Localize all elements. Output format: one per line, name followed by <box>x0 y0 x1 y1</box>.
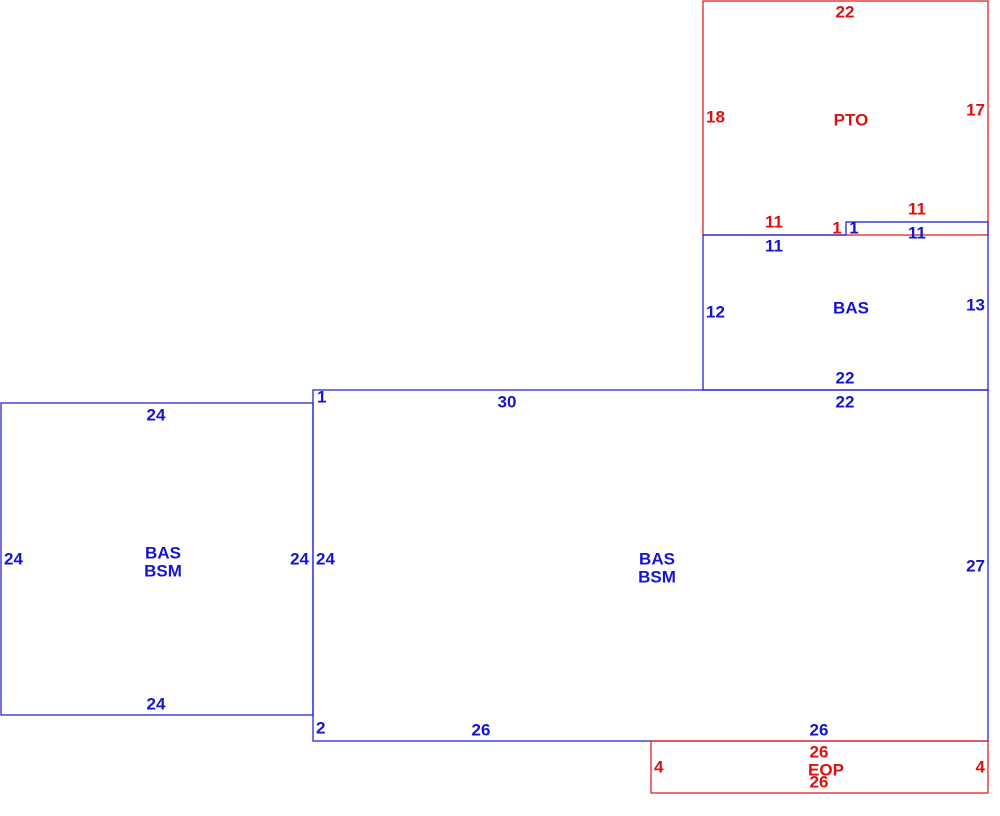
upper-room-dim-right: 13 <box>966 296 985 315</box>
patio-label-pto: PTO <box>834 111 869 130</box>
main-house-dim-top-left: 30 <box>498 393 517 412</box>
left-addition-area <box>0 402 314 716</box>
patio-dim-right: 17 <box>966 101 985 120</box>
upper-room-dim-bottom: 22 <box>836 369 855 388</box>
patio-dim-left: 18 <box>706 108 725 127</box>
left-addition-dim-right: 24 <box>290 550 309 569</box>
patio-dim-step: 1 <box>832 219 841 238</box>
porch-area <box>650 740 989 794</box>
patio-dim-bottom-left: 11 <box>765 213 783 232</box>
main-house-dim-jog-top: 1 <box>317 388 326 407</box>
main-house-dim-left: 24 <box>316 550 335 569</box>
left-addition-label-bas: BAS <box>145 544 181 563</box>
upper-room-dim-step: 1 <box>849 219 858 238</box>
left-addition-dim-top: 24 <box>147 406 166 425</box>
main-house-label-bsm: BSM <box>638 568 676 587</box>
porch-outline <box>650 740 989 794</box>
main-house-label-bas: BAS <box>639 550 675 569</box>
upper-room-dim-left: 12 <box>706 303 725 322</box>
upper-room-dim-top-left: 11 <box>765 237 783 256</box>
porch-dim-bottom: 26 <box>810 773 829 792</box>
left-addition-dim-left: 24 <box>4 550 23 569</box>
upper-room-dim-top-right: 11 <box>908 224 926 243</box>
left-addition-outline <box>0 402 314 716</box>
porch-label-eop: EOP <box>808 761 844 780</box>
left-addition-dim-bottom: 24 <box>147 695 166 714</box>
main-house-dim-bottom-left: 26 <box>472 721 491 740</box>
main-house-dim-jog-bottom: 2 <box>316 719 325 738</box>
upper-room-label-bas: BAS <box>833 299 869 318</box>
porch-dim-right: 4 <box>976 758 986 777</box>
porch-dim-top: 26 <box>810 743 829 762</box>
main-house-dim-top-right: 22 <box>836 393 855 412</box>
left-addition-label-bsm: BSM <box>144 562 182 581</box>
patio-dim-top: 22 <box>836 3 855 22</box>
porch-dim-left: 4 <box>654 758 664 777</box>
main-house-dim-bottom-right: 26 <box>810 721 829 740</box>
main-house-dim-right: 27 <box>966 557 985 576</box>
patio-dim-bottom-right: 11 <box>908 200 926 219</box>
